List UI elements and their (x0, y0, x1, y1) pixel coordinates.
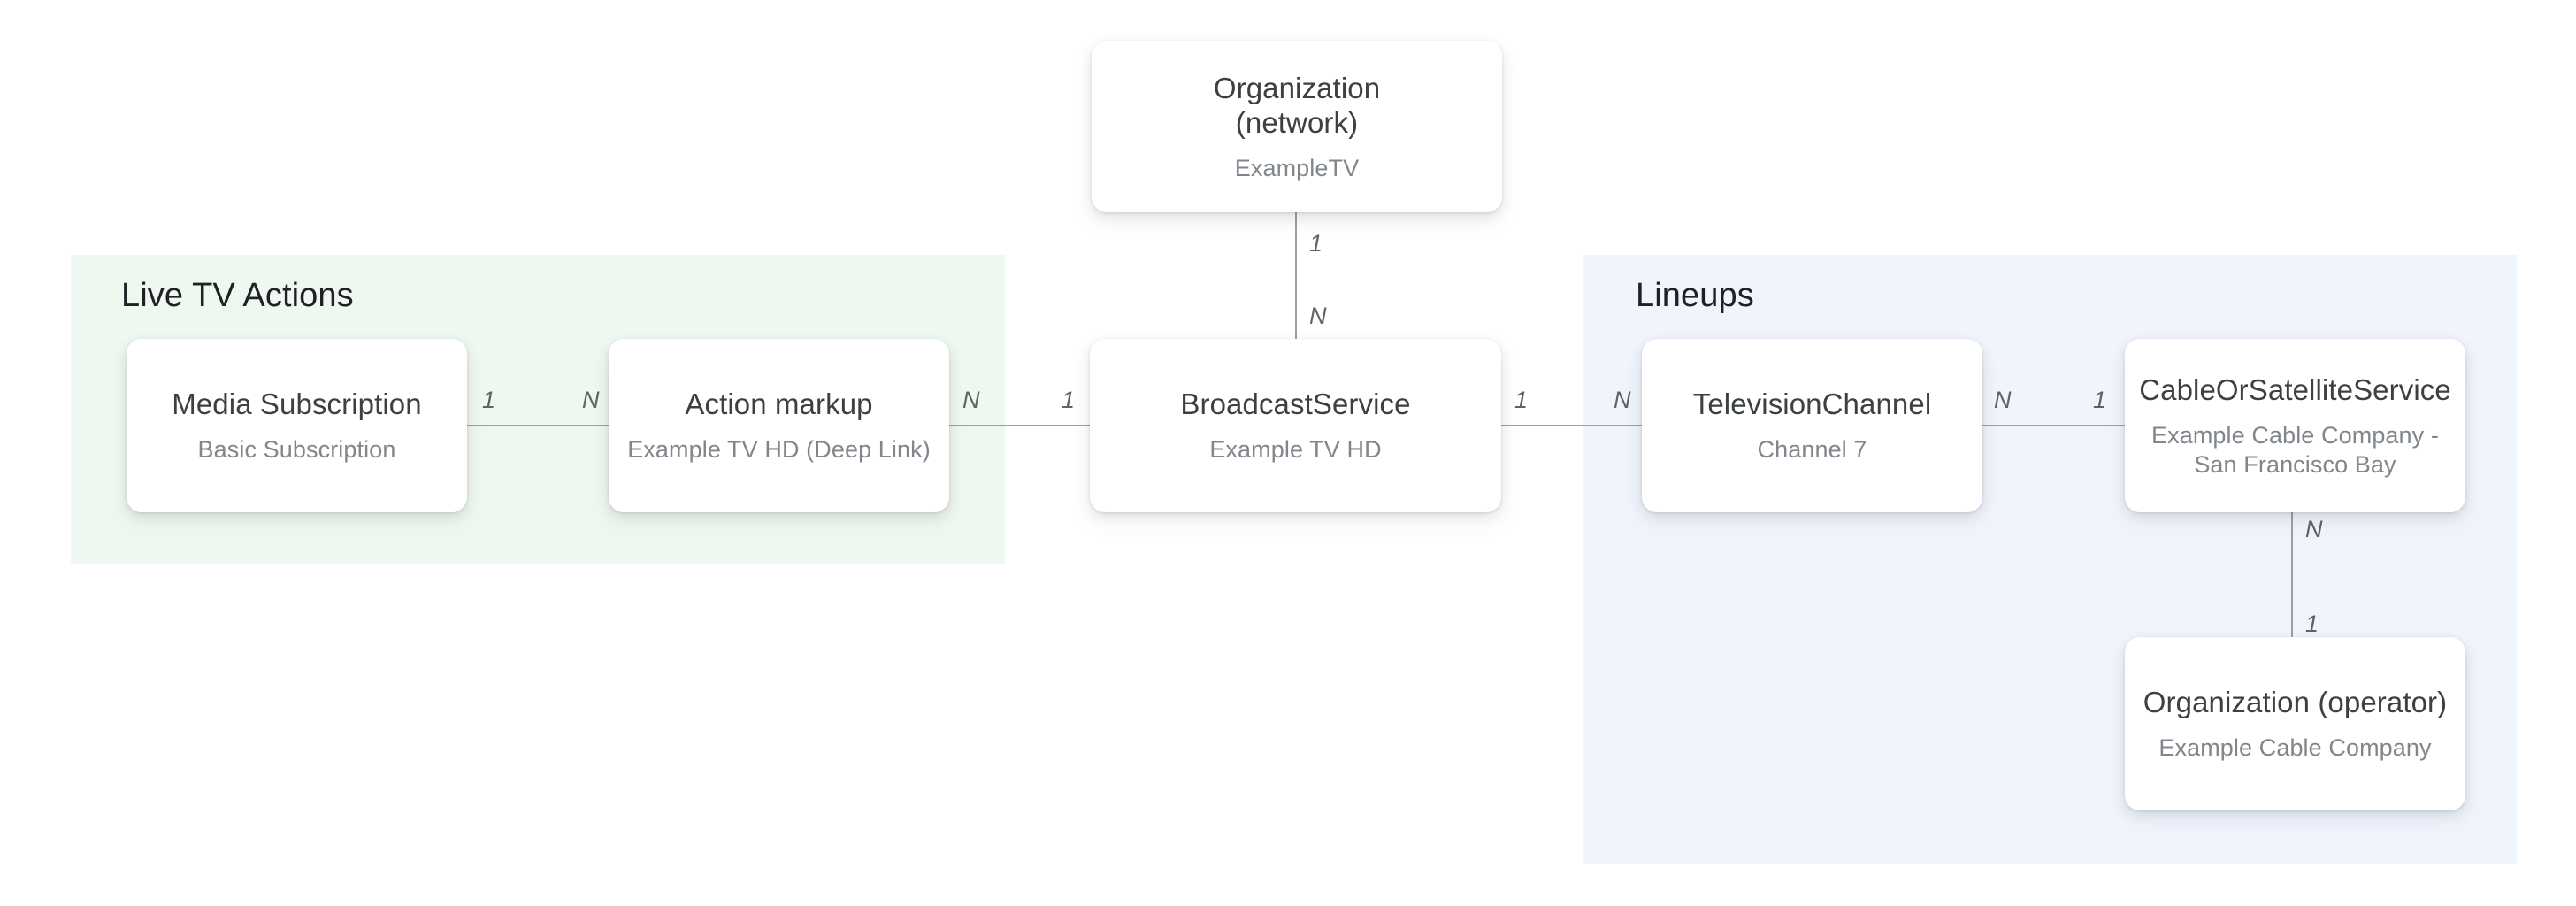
node-media-subscription-subtitle: Basic Subscription (197, 436, 396, 463)
node-organization-operator[interactable]: Organization (operator) Example Cable Co… (2125, 637, 2465, 810)
node-television-channel-title: TelevisionChannel (1692, 388, 1932, 420)
edge-label-television-channel-target: 1 (2093, 387, 2107, 413)
edge-broadcast-service-to-television-channel (1500, 425, 1642, 426)
node-broadcast-service-title: BroadcastService (1180, 388, 1411, 420)
node-media-subscription-title: Media Subscription (172, 388, 422, 420)
node-organization-operator-subtitle: Example Cable Company (2158, 734, 2432, 761)
node-action-markup-subtitle: Example TV HD (Deep Link) (627, 436, 931, 463)
node-cable-or-satellite-service-title: CableOrSatelliteService (2139, 372, 2451, 406)
edge-organization-network-to-broadcast-service (1295, 212, 1297, 340)
edge-label-action-markup-target: 1 (1062, 387, 1076, 413)
edge-television-channel-to-cable-or-satellite-service (1982, 425, 2127, 426)
edge-label-action-markup-source: N (962, 387, 980, 413)
edge-label-broadcast-service-target: N (1614, 387, 1631, 413)
edge-label-media-subscription-target: N (582, 387, 600, 413)
edge-label-television-channel-source: N (1994, 387, 2012, 413)
edge-label-organization-network-source: 1 (1309, 230, 1323, 257)
edge-cable-or-satellite-service-to-organization-operator (2291, 511, 2293, 639)
node-action-markup[interactable]: Action markup Example TV HD (Deep Link) (609, 339, 949, 512)
group-live-tv-actions-title: Live TV Actions (121, 277, 354, 314)
node-action-markup-title: Action markup (685, 388, 873, 420)
edge-label-media-subscription-source: 1 (482, 387, 496, 413)
edge-media-subscription-to-action-markup (467, 425, 609, 426)
node-broadcast-service[interactable]: BroadcastService Example TV HD (1090, 339, 1501, 512)
edge-label-cable-or-satellite-service-source: N (2305, 516, 2323, 542)
edge-label-cable-or-satellite-service-target: 1 (2305, 610, 2319, 637)
group-lineups-title: Lineups (1636, 277, 1754, 314)
node-broadcast-service-subtitle: Example TV HD (1209, 436, 1382, 463)
node-television-channel-subtitle: Channel 7 (1757, 436, 1867, 463)
node-television-channel[interactable]: TelevisionChannel Channel 7 (1642, 339, 1982, 512)
node-organization-operator-title: Organization (operator) (2143, 686, 2448, 718)
node-organization-network-title: Organization (network) (1213, 71, 1381, 139)
node-organization-network-subtitle: ExampleTV (1234, 154, 1360, 181)
node-organization-network[interactable]: Organization (network) ExampleTV (1092, 41, 1502, 212)
edge-action-markup-to-broadcast-service (948, 425, 1090, 426)
node-cable-or-satellite-service[interactable]: CableOrSatelliteService Example Cable Co… (2125, 339, 2465, 512)
edge-label-broadcast-service-source: 1 (1514, 387, 1529, 413)
node-cable-or-satellite-service-subtitle: Example Cable Company - San Francisco Ba… (2151, 421, 2439, 478)
edge-label-organization-network-target: N (1309, 303, 1327, 329)
node-media-subscription[interactable]: Media Subscription Basic Subscription (126, 339, 467, 512)
